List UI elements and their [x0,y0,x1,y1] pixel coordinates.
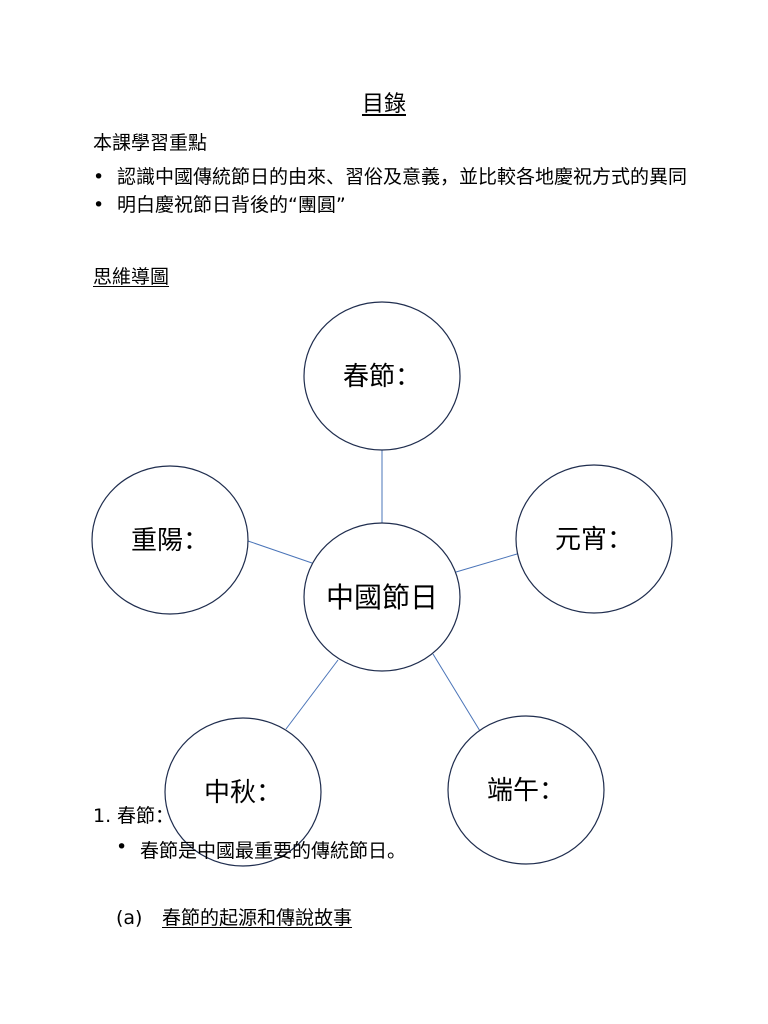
node-bottom-left: 中秋： [164,717,322,867]
connector-right [455,553,518,573]
connector-bottom-right [432,653,481,732]
sub-bullet: 春節是中國最重要的傳統節日。 [116,836,406,863]
node-bottom-left-label: 中秋： [204,778,282,808]
numbered-item-marker: 1. [93,805,112,827]
learning-points-list: 認識中國傳統節日的由來、習俗及意義，並比較各地慶祝方式的異同 明白慶祝節日背後的… [93,163,687,219]
alpha-item-text: 春節的起源和傳說故事 [162,907,353,929]
node-bottom-right: 端午： [447,715,605,865]
node-center: 中國節日 [303,522,461,672]
learning-point-2: 明白慶祝節日背後的“團圓” [93,191,687,219]
connector-left [247,540,313,564]
page-title: 目錄 [361,92,406,117]
node-top-label: 春節： [343,362,421,392]
node-right: 元宵： [515,464,673,614]
numbered-item-1: 1.春節： [93,801,174,828]
alpha-item-marker: (a) [116,907,143,929]
numbered-item-text: 春節： [117,805,175,827]
learning-point-1: 認識中國傳統節日的由來、習俗及意義，並比較各地慶祝方式的異同 [93,163,687,191]
node-left-label: 重陽： [131,526,209,556]
node-bottom-right-label: 端午： [487,776,565,806]
node-center-label: 中國節日 [326,581,438,614]
section-heading: 思維導圖 [93,266,170,288]
intro-heading: 本課學習重點 [93,132,208,154]
node-left: 重陽： [91,465,249,615]
alpha-item-a: (a) 春節的起源和傳說故事 [116,903,352,930]
connector-bottom-left [285,659,339,730]
node-top: 春節： [303,301,461,451]
node-right-label: 元宵： [555,525,633,555]
